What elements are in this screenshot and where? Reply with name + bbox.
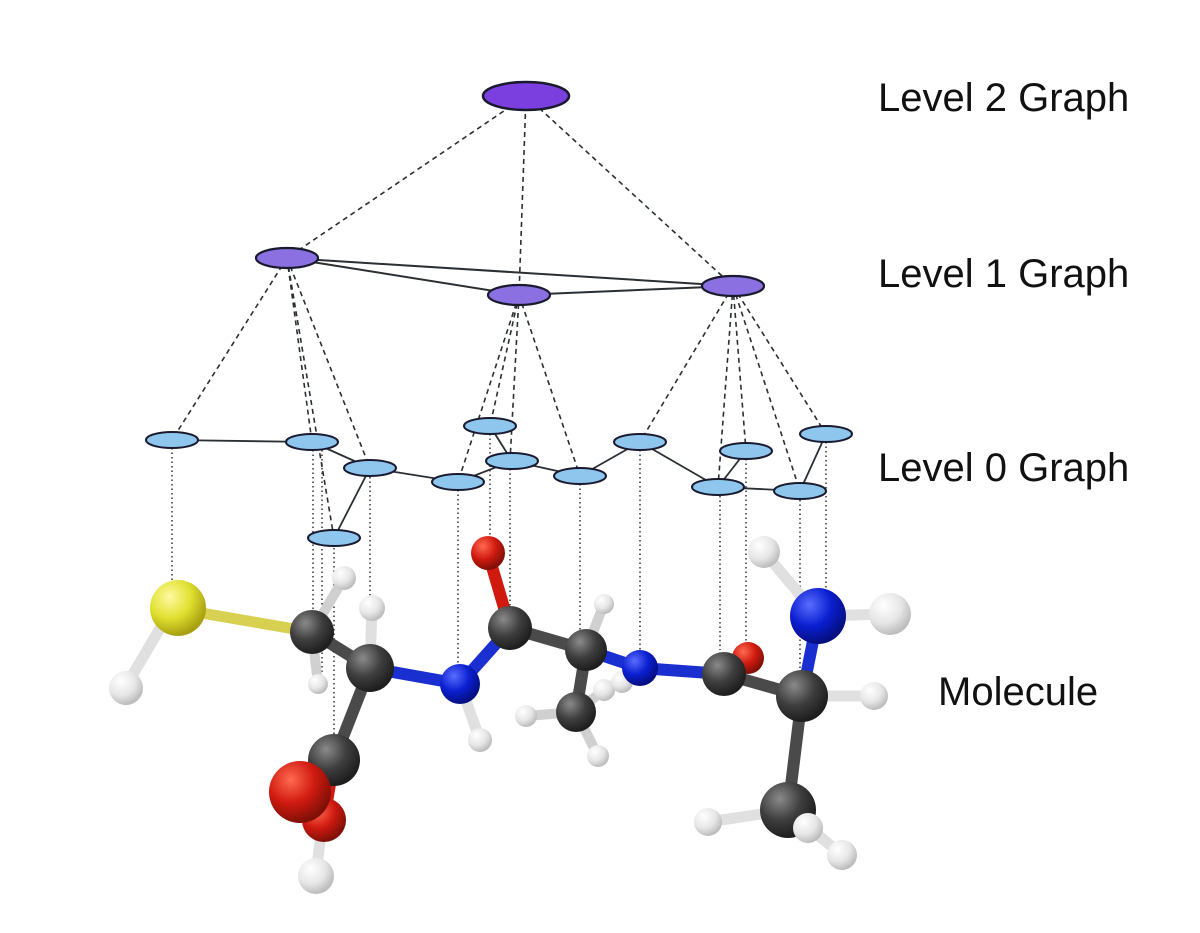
level2-to-level1-lines <box>286 95 734 296</box>
hydrogen-atom <box>468 728 492 752</box>
level0-node <box>285 433 339 451</box>
nitrogen-atom <box>440 664 480 704</box>
carbon-atom <box>702 652 746 696</box>
level0-node <box>613 433 667 451</box>
carbon-atom <box>556 692 596 732</box>
level0-node <box>719 442 773 460</box>
hydrogen-atom <box>332 566 356 590</box>
hydrogen-atom <box>587 745 609 767</box>
molecule-label: Molecule <box>938 670 1099 714</box>
level0-node <box>307 529 361 547</box>
hydrogen-atom <box>109 671 143 705</box>
hydrogen-atom <box>308 674 328 694</box>
level2-node <box>481 80 571 112</box>
hydrogen-atom <box>298 858 334 894</box>
nitrogen-atom <box>790 588 846 644</box>
level0-node <box>691 478 745 496</box>
level0-node <box>799 425 853 443</box>
oxygen-atom <box>269 761 331 823</box>
level1-node <box>700 274 766 298</box>
hydrogen-atom <box>593 679 615 701</box>
level2-graph-label: Level 2 Graph <box>878 76 1130 120</box>
hydrogen-atom <box>594 594 614 614</box>
level0-graph-label: Level 0 Graph <box>878 446 1130 490</box>
hydrogen-atom <box>793 813 823 843</box>
level0-node <box>463 417 517 435</box>
level1-edges <box>286 257 734 296</box>
hydrogen-atom <box>869 593 911 635</box>
level1-nodes <box>254 246 766 307</box>
hydrogen-atom <box>694 808 722 836</box>
level0-node <box>343 459 397 477</box>
nitrogen-atom <box>622 650 658 686</box>
hydrogen-atom <box>359 595 385 621</box>
hydrogen-atom <box>515 705 537 727</box>
level1-node <box>486 283 552 307</box>
hydrogen-atom <box>860 682 888 710</box>
molecule <box>109 536 911 894</box>
level0-node <box>773 482 827 500</box>
carbon-atom <box>290 610 334 654</box>
carbon-atom <box>488 606 532 650</box>
hydrogen-atom <box>827 840 857 870</box>
level0-node <box>145 431 199 449</box>
level1-node <box>254 246 320 270</box>
hydrogen-atom <box>748 536 780 568</box>
level1-graph-label: Level 1 Graph <box>878 252 1130 296</box>
level0-nodes <box>145 417 853 547</box>
carbon-atom <box>776 670 828 722</box>
level0-node <box>553 467 607 485</box>
carbon-atom <box>346 644 394 692</box>
level0-node <box>431 473 485 491</box>
sulfur-atom <box>150 580 206 636</box>
level1-to-level0-lines <box>171 257 827 539</box>
oxygen-atom <box>471 536 505 570</box>
carbon-atom <box>565 629 607 671</box>
level0-node <box>485 452 539 470</box>
